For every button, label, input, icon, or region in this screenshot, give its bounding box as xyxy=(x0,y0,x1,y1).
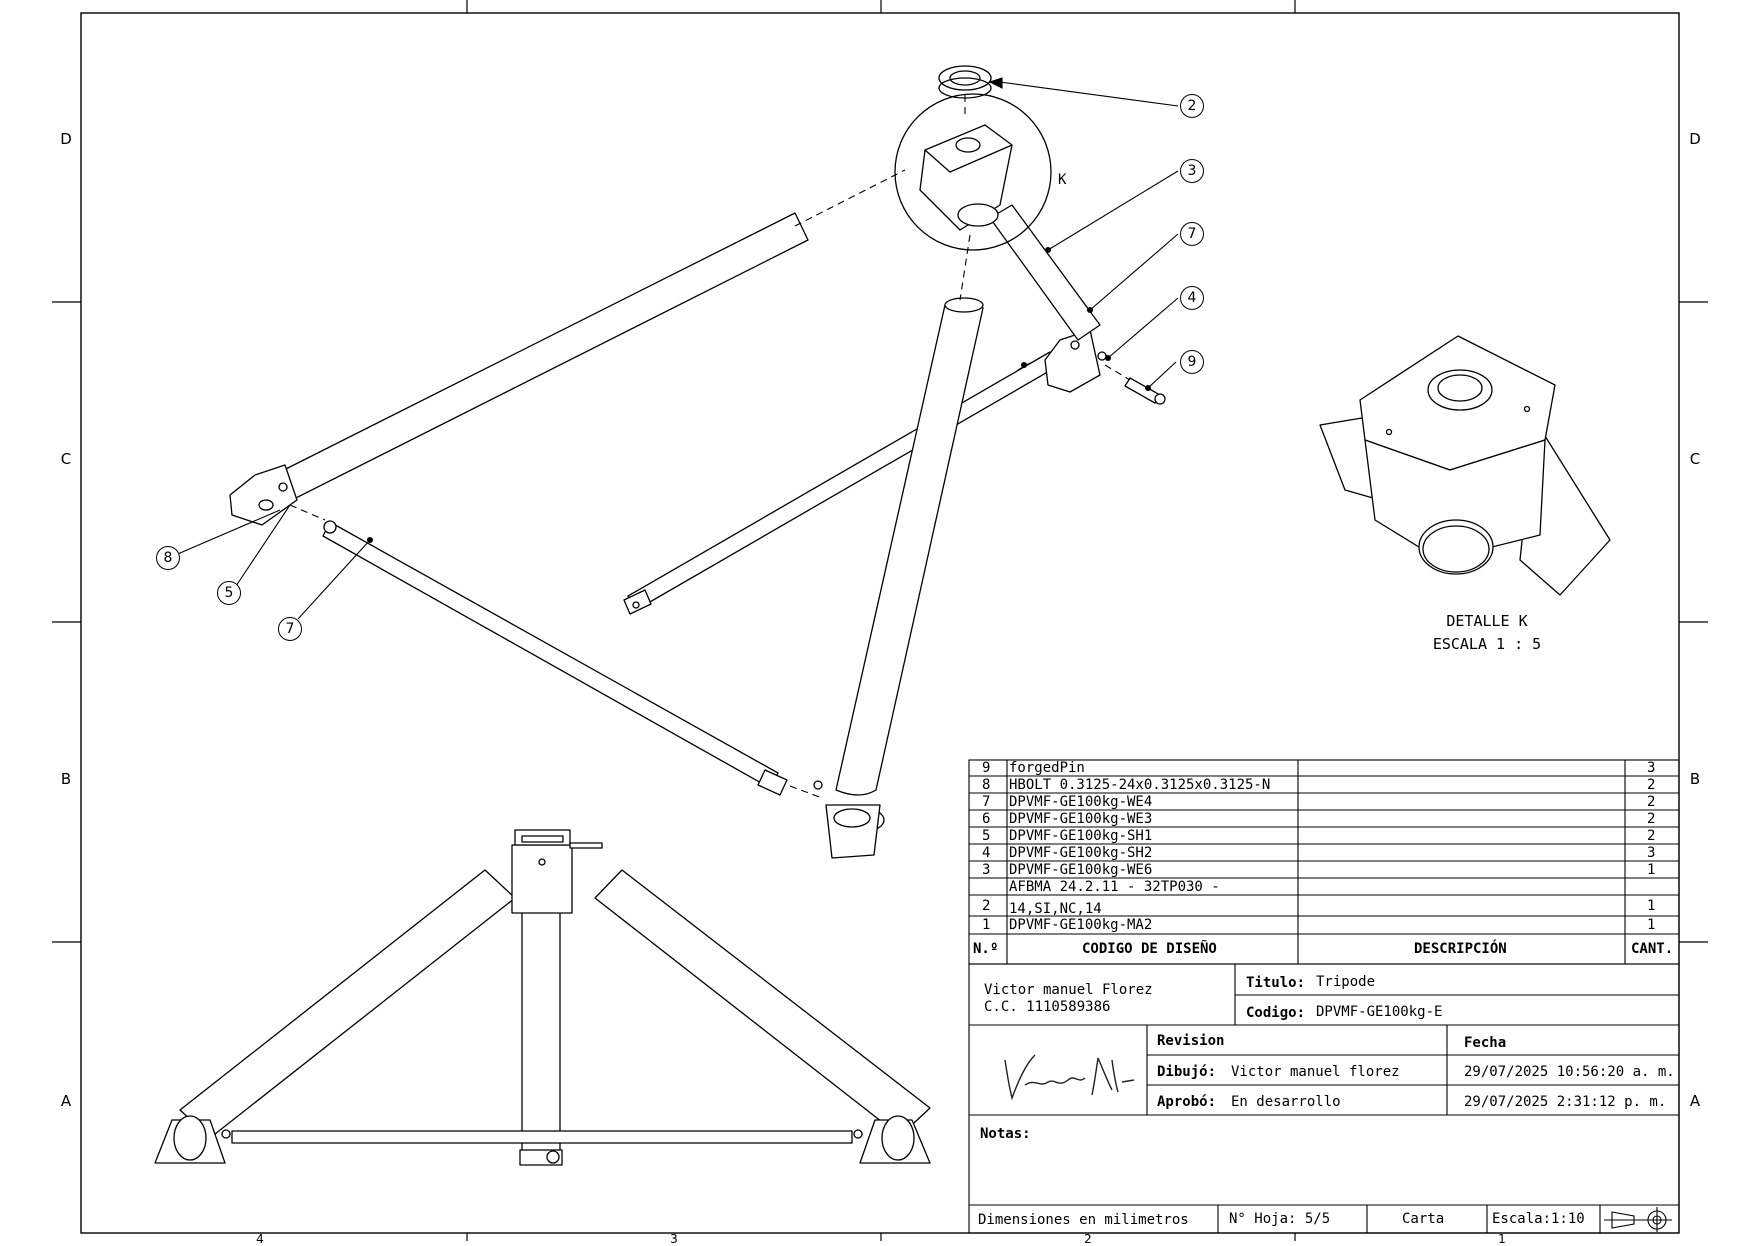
bom-row-9-n: 9 xyxy=(982,760,991,776)
balloon-item-7-lower: 7 xyxy=(278,617,302,641)
title-block xyxy=(968,963,1680,1234)
zone-label-right-a: A xyxy=(1689,1092,1701,1110)
titulo-value: Tripode xyxy=(1316,974,1376,990)
front-view xyxy=(154,829,931,1166)
bom-header-desc: DESCRIPCIÓN xyxy=(1414,941,1507,957)
paper-size: Carta xyxy=(1402,1211,1445,1227)
signature xyxy=(1004,1054,1135,1101)
bom-row-1-n: 1 xyxy=(982,917,991,933)
projection-symbol xyxy=(1604,1207,1672,1232)
units-note: Dimensiones en milimetros xyxy=(978,1212,1189,1228)
dibujo-label: Dibujó: xyxy=(1157,1064,1217,1080)
bom-row-5-code: DPVMF-GE100kg-SH1 xyxy=(1009,828,1153,844)
bom-row-3-qty: 1 xyxy=(1647,862,1656,878)
balloon-item-7-upper: 7 xyxy=(1180,222,1204,246)
zone-label-right-d: D xyxy=(1689,130,1701,148)
bom-row-5-qty: 2 xyxy=(1647,828,1656,844)
assembly-lines xyxy=(289,95,1131,799)
author-name: Victor manuel Florez xyxy=(984,982,1153,998)
zone-label-left-b: B xyxy=(60,770,72,788)
author-id: C.C. 1110589386 xyxy=(984,999,1111,1015)
foot-left xyxy=(229,464,298,526)
bom-row-2-code: AFBMA 24.2.11 - 32TP030 - xyxy=(1009,879,1220,895)
bom-row-6-code: DPVMF-GE100kg-WE3 xyxy=(1009,811,1153,827)
balloon-leaders xyxy=(172,77,1179,620)
bom-row-1-code: DPVMF-GE100kg-MA2 xyxy=(1009,917,1153,933)
leg-tube-right xyxy=(989,204,1101,341)
bom-row-6-qty: 2 xyxy=(1647,811,1656,827)
titulo-label: Titulo: xyxy=(1246,975,1306,991)
zone-label-bottom-3: 3 xyxy=(670,1232,678,1246)
codigo-label: Codigo: xyxy=(1246,1005,1306,1021)
zone-label-right-b: B xyxy=(1689,770,1701,788)
bom-row-7-qty: 2 xyxy=(1647,794,1656,810)
detail-marker-k: K xyxy=(1058,172,1067,188)
bom-row-8-code: HBOLT 0.3125-24x0.3125x0.3125-N xyxy=(1009,777,1271,793)
foot-right xyxy=(1044,329,1101,393)
zone-label-bottom-1: 1 xyxy=(1498,1232,1506,1246)
detail-k-view xyxy=(1319,335,1611,596)
codigo-value: DPVMF-GE100kg-E xyxy=(1316,1004,1443,1020)
balloon-item-8: 8 xyxy=(156,546,180,570)
zone-label-bottom-4: 4 xyxy=(256,1232,264,1246)
bom-row-1-qty: 1 xyxy=(1647,917,1656,933)
leg-tube-left xyxy=(257,212,809,511)
dibujo-value: Victor manuel florez xyxy=(1231,1064,1400,1080)
zone-label-bottom-2: 2 xyxy=(1084,1232,1092,1246)
aprobo-value: En desarrollo xyxy=(1231,1094,1341,1110)
zone-label-left-a: A xyxy=(60,1092,72,1110)
zone-label-left-c: C xyxy=(60,450,72,468)
zone-label-left-d: D xyxy=(60,130,72,148)
bom-row-3-code: DPVMF-GE100kg-WE6 xyxy=(1009,862,1153,878)
bom-row-3-n: 3 xyxy=(982,862,991,878)
bom-row-4-n: 4 xyxy=(982,845,991,861)
revision-label: Revision xyxy=(1157,1033,1225,1049)
exploded-view xyxy=(229,65,1166,859)
aprobo-date: 29/07/2025 2:31:12 p. m. xyxy=(1464,1094,1667,1110)
brace-tube-upper xyxy=(627,351,1059,611)
zone-label-right-c: C xyxy=(1689,450,1701,468)
bom-row-2-code-line2: 14,SI,NC,14 xyxy=(1009,901,1102,917)
fecha-label: Fecha xyxy=(1464,1035,1507,1051)
bom-row-6-n: 6 xyxy=(982,811,991,827)
balloon-item-9: 9 xyxy=(1180,350,1204,374)
bom-row-8-n: 8 xyxy=(982,777,991,793)
detail-caption-line2: ESCALA 1 : 5 xyxy=(1432,635,1542,653)
bom-header-qty: CANT. xyxy=(1631,941,1674,957)
notas-label: Notas: xyxy=(980,1126,1031,1142)
bom-header-code: CODIGO DE DISEÑO xyxy=(1082,941,1217,957)
sheet-number: N° Hoja: 5/5 xyxy=(1229,1211,1331,1227)
bom-row-2-n: 2 xyxy=(982,898,991,914)
bom-row-4-qty: 3 xyxy=(1647,845,1656,861)
bom-row-4-code: DPVMF-GE100kg-SH2 xyxy=(1009,845,1153,861)
scale: Escala:1:10 xyxy=(1492,1211,1585,1227)
bom-header-n: N.º xyxy=(973,941,999,957)
bom-row-9-qty: 3 xyxy=(1647,760,1656,776)
drawing-border xyxy=(80,12,1680,1234)
bom-row-8-qty: 2 xyxy=(1647,777,1656,793)
balloon-item-4: 4 xyxy=(1180,286,1204,310)
bom-row-9-code: forgedPin xyxy=(1009,760,1085,776)
balloon-item-2: 2 xyxy=(1180,94,1204,118)
bom-row-2-qty: 1 xyxy=(1647,898,1656,914)
balloon-item-5: 5 xyxy=(217,581,241,605)
detail-caption-line1: DETALLE K xyxy=(1446,612,1528,630)
leg-tube-front xyxy=(835,301,984,796)
dibujo-date: 29/07/2025 10:56:20 a. m. xyxy=(1464,1064,1675,1080)
bom-row-7-code: DPVMF-GE100kg-WE4 xyxy=(1009,794,1153,810)
aprobo-label: Aprobó: xyxy=(1157,1094,1217,1110)
bom-row-5-n: 5 xyxy=(982,828,991,844)
detail-k-circle xyxy=(894,93,1052,251)
bom-row-7-n: 7 xyxy=(982,794,991,810)
balloon-item-3: 3 xyxy=(1180,159,1204,183)
